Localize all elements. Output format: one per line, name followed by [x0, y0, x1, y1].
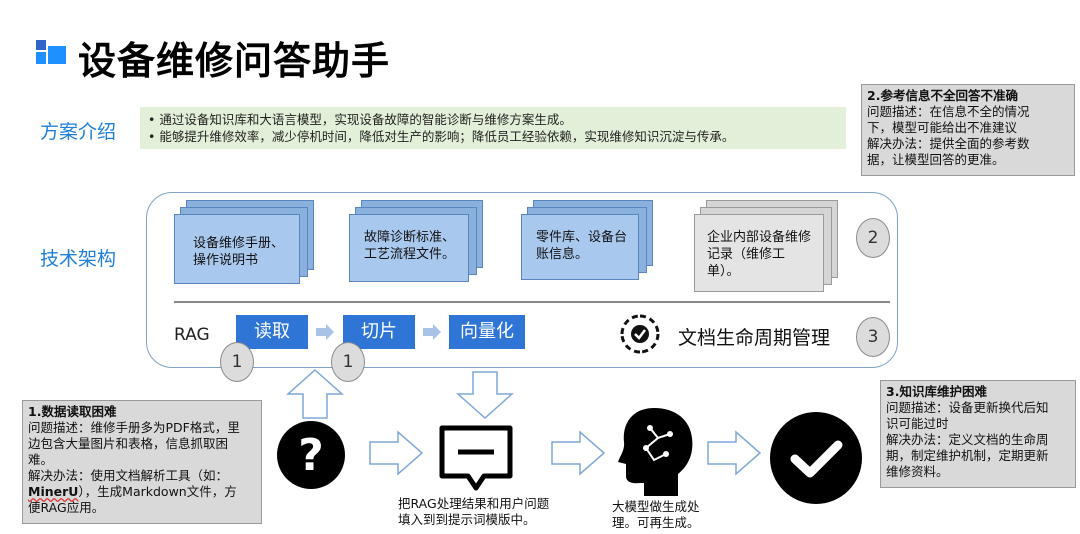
prompt-caption-line: 把RAG处理结果和用户问题 — [398, 496, 550, 511]
note-1-line: 边包含大量图片和表格，信息抓取困 — [28, 436, 229, 451]
lifecycle-label: 文档生命周期管理 — [678, 327, 831, 349]
architecture-container — [146, 192, 898, 368]
logo-square-small-2 — [36, 52, 46, 64]
doc-standards-line: 故障诊断标准、 — [364, 230, 456, 245]
note-3-title: 3.知识库维护困难 — [886, 384, 987, 399]
logo-square-large — [48, 46, 66, 64]
note-1-line: 问题描述：维修手册多为PDF格式，里 — [28, 420, 240, 435]
note-2-line: 下，模型可能给出不准建议 — [867, 120, 1018, 135]
page-title: 设备维修问答助手 — [78, 39, 391, 83]
note-2-line: 问题描述：在信息不全的情况 — [867, 104, 1030, 119]
note-1-line: 难。 — [28, 452, 54, 467]
note-3-line: 解决办法：定义文档的生命周 — [886, 432, 1049, 447]
note-1-line: 解决办法：使用文档解析工具（如： — [28, 468, 229, 483]
logo-square-small — [36, 40, 46, 50]
model-caption-line: 理。可再生成。 — [612, 515, 700, 530]
note-2-line: 解决办法：提供全面的参考数 — [867, 136, 1030, 151]
question-mark: ? — [298, 430, 324, 481]
read-step: 读取 — [236, 315, 308, 349]
rag-label: RAG — [174, 325, 210, 345]
arrow-right-icon — [707, 430, 762, 476]
doc-manuals-line: 操作说明书 — [193, 253, 259, 268]
vectorize-step: 向量化 — [449, 315, 525, 349]
note-1-line: 便RAG应用。 — [28, 500, 105, 515]
intro-bullet-1: • 通过设备知识库和大语言模型，实现设备故障的智能诊断与维修方案生成。 — [148, 112, 572, 127]
note-3-line: 识可能过时 — [886, 416, 949, 431]
doc-standards-line: 工艺流程文件。 — [364, 247, 456, 262]
ai-head-icon — [618, 408, 693, 496]
note-1-line: ），生成Markdown文件，方 — [78, 484, 237, 499]
arrow-right-icon — [316, 324, 334, 340]
message-template-icon — [439, 425, 513, 491]
doc-standards: 故障诊断标准、 工艺流程文件。 — [349, 214, 469, 282]
doc-parts: 零件库、设备台 账信息。 — [521, 214, 639, 280]
lifecycle-cycle-icon — [620, 314, 660, 354]
doc-records-line: 单）。 — [707, 264, 740, 279]
arrow-up-icon — [286, 368, 344, 419]
badge-1-chunk: 1 — [331, 342, 365, 382]
doc-parts-line: 账信息。 — [536, 247, 589, 262]
badge-3: 3 — [856, 317, 890, 357]
doc-manuals-line: 设备维修手册、 — [193, 236, 285, 251]
note-2-line: 据，让模型回答的更准。 — [867, 152, 1005, 167]
note-2-title: 2.参考信息不全回答不准确 — [867, 88, 1018, 103]
model-caption: 大模型做生成处 理。可再生成。 — [612, 499, 700, 531]
note-1: 1.数据读取困难 问题描述：维修手册多为PDF格式，里 边包含大量图片和表格，信… — [22, 400, 262, 524]
note-2: 2.参考信息不全回答不准确 问题描述：在信息不全的情况 下，模型可能给出不准建议… — [861, 84, 1075, 176]
prompt-caption: 把RAG处理结果和用户问题 填入到到提示词模版中。 — [398, 496, 549, 528]
doc-records: 企业内部设备维修 记录（维修工 单）。 — [694, 214, 824, 292]
arrow-right-icon — [551, 430, 606, 476]
note-1-title: 1.数据读取困难 — [28, 404, 117, 419]
note-3: 3.知识库维护困难 问题描述：设备更新换代后知 识可能过时 解决办法：定义文档的… — [880, 380, 1076, 488]
note-3-line: 维修资料。 — [886, 464, 949, 479]
arch-divider — [174, 301, 890, 303]
doc-records-line: 企业内部设备维修 — [707, 230, 812, 245]
note-3-line: 问题描述：设备更新换代后知 — [886, 400, 1049, 415]
prompt-caption-line: 填入到到提示词模版中。 — [398, 512, 536, 527]
arch-section-label: 技术架构 — [40, 248, 117, 270]
intro-bullet-2: • 能够提升维修效率，减少停机时间，降低对生产的影响；降低员工经验依赖，实现维修… — [148, 129, 735, 144]
doc-records-line: 记录（维修工 — [707, 247, 786, 262]
arrow-right-icon — [423, 324, 441, 340]
doc-manuals: 设备维修手册、 操作说明书 — [174, 214, 300, 284]
note-3-line: 期，制定维护机制，定期更新 — [886, 448, 1049, 463]
question-icon: ? — [277, 421, 345, 489]
badge-2: 2 — [856, 218, 890, 258]
model-caption-line: 大模型做生成处 — [612, 499, 700, 514]
badge-1-read: 1 — [220, 342, 254, 382]
arrow-down-icon — [456, 371, 514, 420]
intro-section-label: 方案介绍 — [40, 121, 117, 143]
check-circle-icon — [770, 412, 862, 504]
mineru-term: MinerU — [28, 484, 79, 499]
arrow-right-icon — [369, 430, 424, 476]
intro-box: • 通过设备知识库和大语言模型，实现设备故障的智能诊断与维修方案生成。 • 能够… — [140, 107, 846, 149]
doc-parts-line: 零件库、设备台 — [536, 230, 628, 245]
